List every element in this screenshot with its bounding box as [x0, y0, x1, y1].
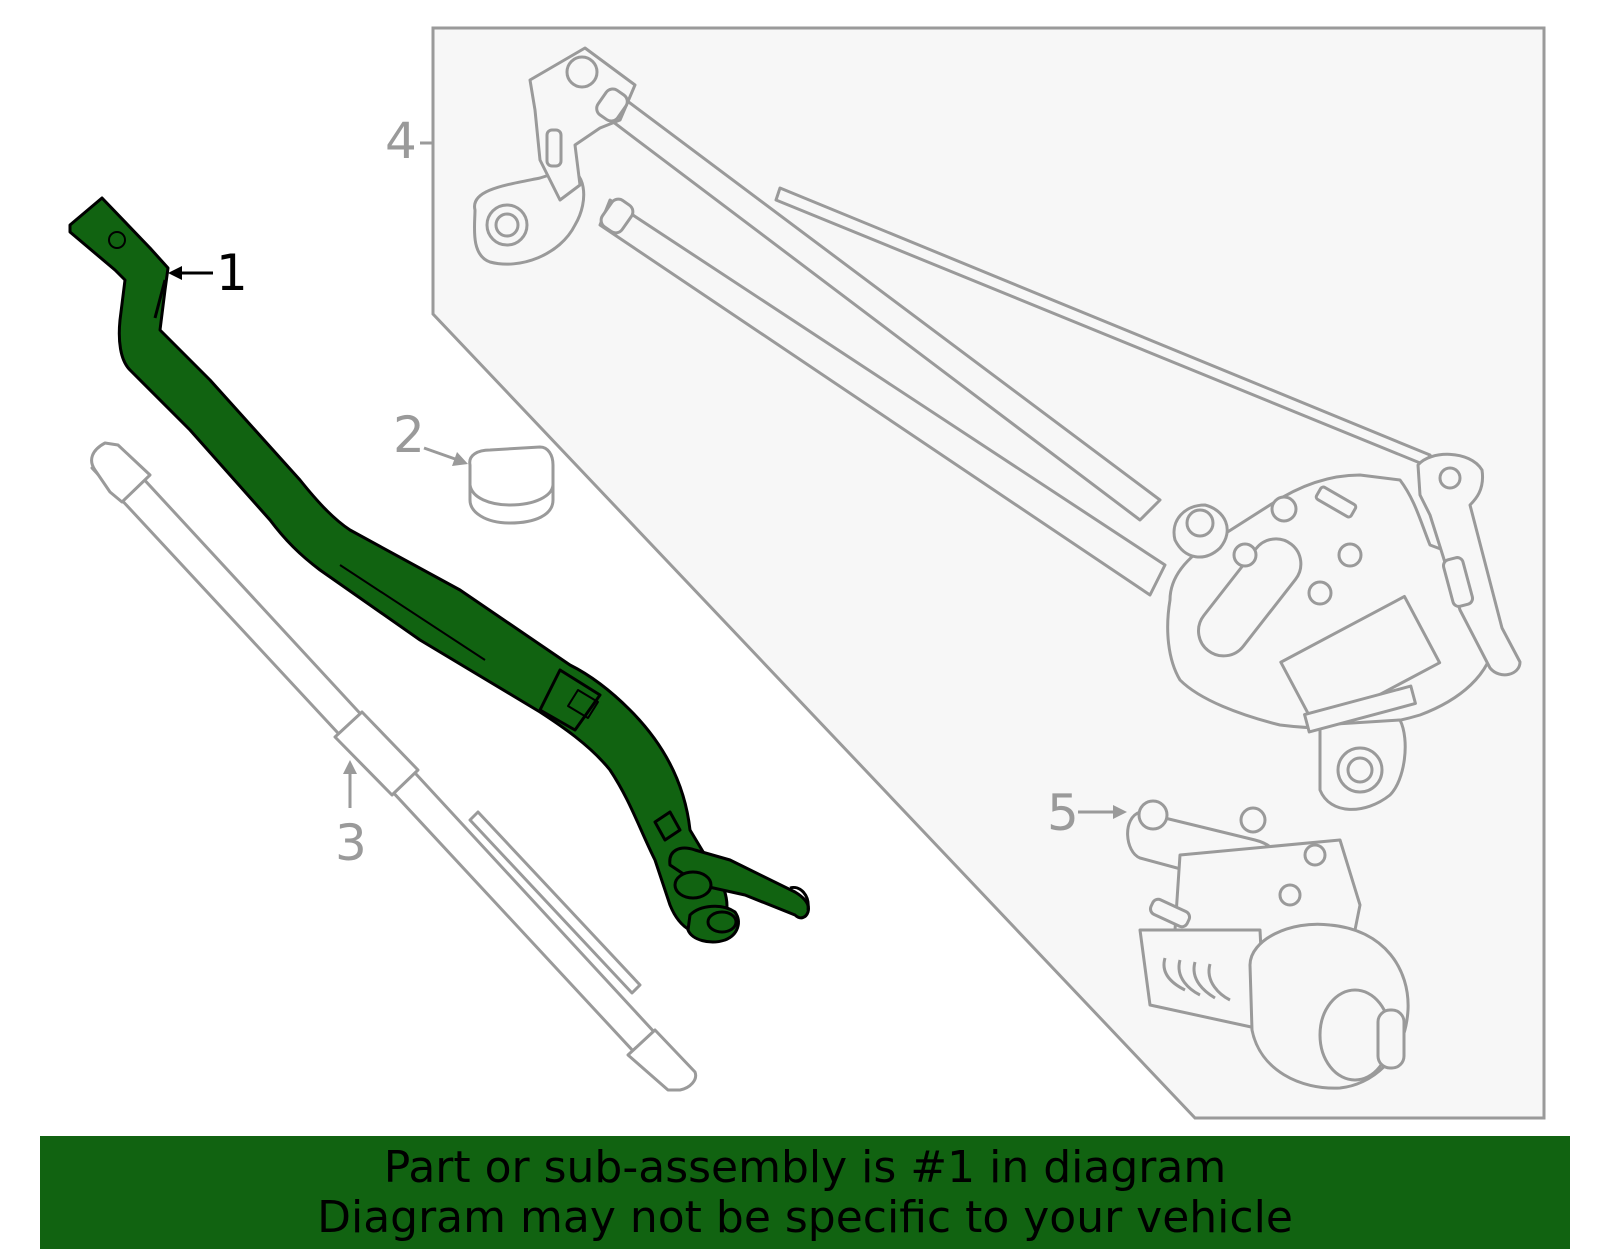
leader-3-arrow	[343, 760, 357, 774]
banner-line-1: Part or sub-assembly is #1 in diagram	[383, 1141, 1227, 1193]
disclaimer-banner: Part or sub-assembly is #1 in diagram Di…	[40, 1136, 1570, 1249]
callout-2: 2	[393, 406, 425, 464]
callout-leaders	[168, 141, 1127, 819]
wiper-motor	[1126, 799, 1410, 1090]
callout-4: 4	[385, 112, 417, 170]
callout-1: 1	[216, 244, 248, 302]
linkage-arm-highlighted	[68, 196, 810, 944]
leader-2-arrow	[452, 452, 468, 466]
wiper-linkage-assembly	[472, 46, 1522, 811]
wiper-blade	[90, 441, 698, 1092]
banner-line-2: Diagram may not be specific to your vehi…	[317, 1191, 1293, 1243]
pivot-cap	[468, 445, 555, 525]
callout-5: 5	[1047, 784, 1079, 842]
callout-3: 3	[335, 814, 367, 872]
leader-5-arrow	[1113, 805, 1127, 819]
leader-1-arrow	[168, 266, 182, 280]
leader-2	[423, 446, 459, 462]
